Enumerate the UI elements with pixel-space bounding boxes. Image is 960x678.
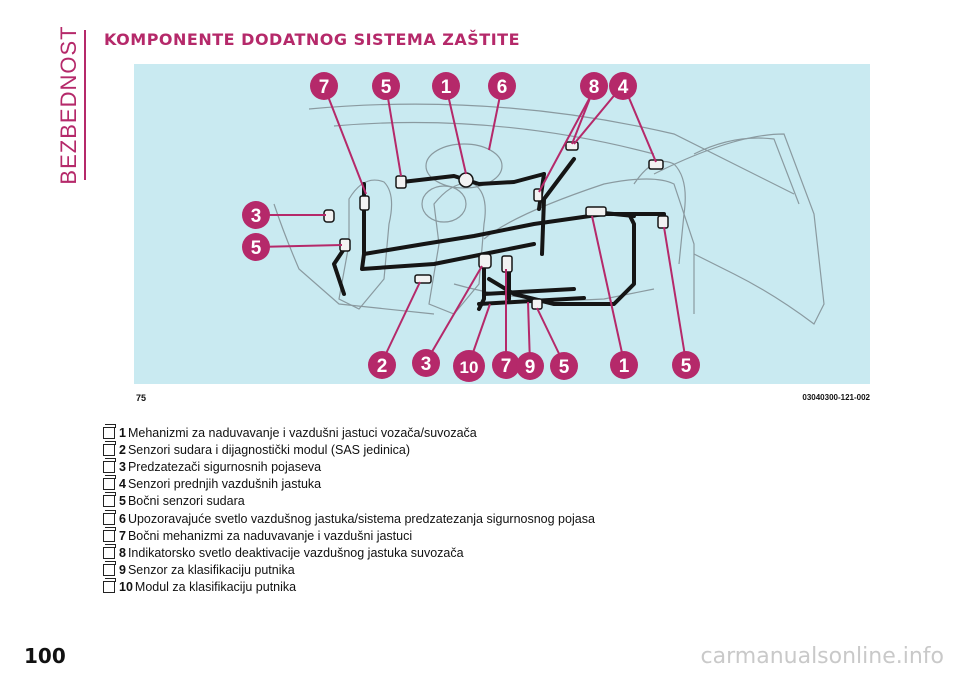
- legend-text: Bočni mehanizmi za naduvavanje i vazdušn…: [127, 528, 413, 543]
- legend-number: 9: [119, 563, 126, 578]
- svg-text:7: 7: [501, 356, 512, 377]
- callout-badge: 3: [242, 201, 270, 229]
- section-label: BEZBEDNOST: [56, 25, 81, 185]
- checkbox-icon: [103, 457, 116, 473]
- callout-badge: 4: [609, 72, 637, 100]
- svg-text:8: 8: [589, 77, 600, 98]
- legend-text: Senzori sudara i dijagnostički modul (SA…: [127, 442, 411, 457]
- legend-number: 2: [119, 442, 126, 457]
- svg-text:3: 3: [251, 206, 262, 227]
- callout-badge: 5: [372, 72, 400, 100]
- checkbox-icon: [103, 561, 116, 577]
- page-title: KOMPONENTE DODATNOG SISTEMA ZAŠTITE: [104, 30, 521, 49]
- legend-number: 8: [119, 545, 126, 560]
- callout-badge: 1: [432, 72, 460, 100]
- legend-text: Mehanizmi za naduvavanje i vazdušni jast…: [127, 425, 477, 440]
- car-interior-diagram: 7 5 1 6 8 4 3 5 2 3 10 7 9 5 1 5: [242, 72, 825, 382]
- legend-number: 5: [119, 494, 126, 509]
- svg-text:4: 4: [618, 77, 629, 98]
- figure-number: 75: [136, 393, 147, 403]
- callout-badge: 2: [368, 351, 396, 379]
- legend-text: Senzori prednjih vazdušnih jastuka: [127, 477, 322, 492]
- callout-badge: 9: [516, 352, 544, 380]
- checkbox-icon: [103, 440, 116, 456]
- svg-text:5: 5: [559, 357, 570, 378]
- system-components: [323, 141, 669, 310]
- svg-text:2: 2: [377, 356, 388, 377]
- svg-text:7: 7: [319, 77, 330, 98]
- svg-text:9: 9: [525, 357, 536, 378]
- callout-badge: 5: [550, 352, 578, 380]
- callout-badge: 5: [672, 351, 700, 379]
- callout-badge: 5: [242, 233, 270, 261]
- svg-text:5: 5: [381, 77, 392, 98]
- legend-number: 1: [119, 425, 126, 440]
- legend-text: Predzatezači sigurnosnih pojaseva: [127, 459, 322, 474]
- checkbox-icon: [103, 526, 116, 542]
- checkbox-icon: [103, 492, 116, 508]
- checkbox-icon: [103, 543, 116, 559]
- legend-number: 4: [119, 477, 126, 492]
- legend-number: 3: [119, 459, 126, 474]
- watermark: carmanualsonline.info: [700, 644, 944, 669]
- callout-badge: 7: [492, 351, 520, 379]
- airbag-system-illustration: 7 5 1 6 8 4 3 5 2 3 10 7 9 5 1 5: [134, 64, 870, 384]
- callout-badge: 7: [310, 72, 338, 100]
- callout-badges: 7 5 1 6 8 4 3 5 2 3 10 7 9 5 1 5: [242, 72, 700, 382]
- legend-text: Modul za klasifikaciju putnika: [134, 580, 297, 595]
- callout-badge: 1: [610, 351, 638, 379]
- figure-code: 03040300-121-002: [802, 393, 870, 402]
- callout-badge: 10: [453, 350, 485, 382]
- svg-text:1: 1: [441, 77, 452, 98]
- page-number: 100: [24, 644, 66, 668]
- svg-text:3: 3: [421, 354, 432, 375]
- legend-number: 10: [119, 580, 133, 595]
- legend-text: Bočni senzori sudara: [127, 494, 245, 509]
- legend-text: Indikatorsko svetlo deaktivacije vazdušn…: [127, 545, 464, 560]
- legend-number: 6: [119, 511, 126, 526]
- callout-badge: 6: [488, 72, 516, 100]
- legend-number: 7: [119, 528, 126, 543]
- checkbox-icon: [103, 578, 116, 594]
- checkbox-icon: [103, 475, 116, 491]
- callout-badge: 8: [580, 72, 608, 100]
- legend-text: Senzor za klasifikaciju putnika: [127, 563, 295, 578]
- callout-leaders: [255, 85, 687, 365]
- svg-text:5: 5: [251, 238, 262, 259]
- svg-text:10: 10: [460, 358, 479, 377]
- callout-badge: 3: [412, 349, 440, 377]
- legend-text: Upozoravajuće svetlo vazdušnog jastuka/s…: [127, 511, 595, 526]
- svg-text:5: 5: [681, 356, 692, 377]
- checkbox-icon: [103, 423, 116, 439]
- checkbox-icon: [103, 509, 116, 525]
- svg-text:6: 6: [497, 77, 508, 98]
- section-tab: BEZBEDNOST: [54, 25, 86, 185]
- svg-text:1: 1: [619, 356, 630, 377]
